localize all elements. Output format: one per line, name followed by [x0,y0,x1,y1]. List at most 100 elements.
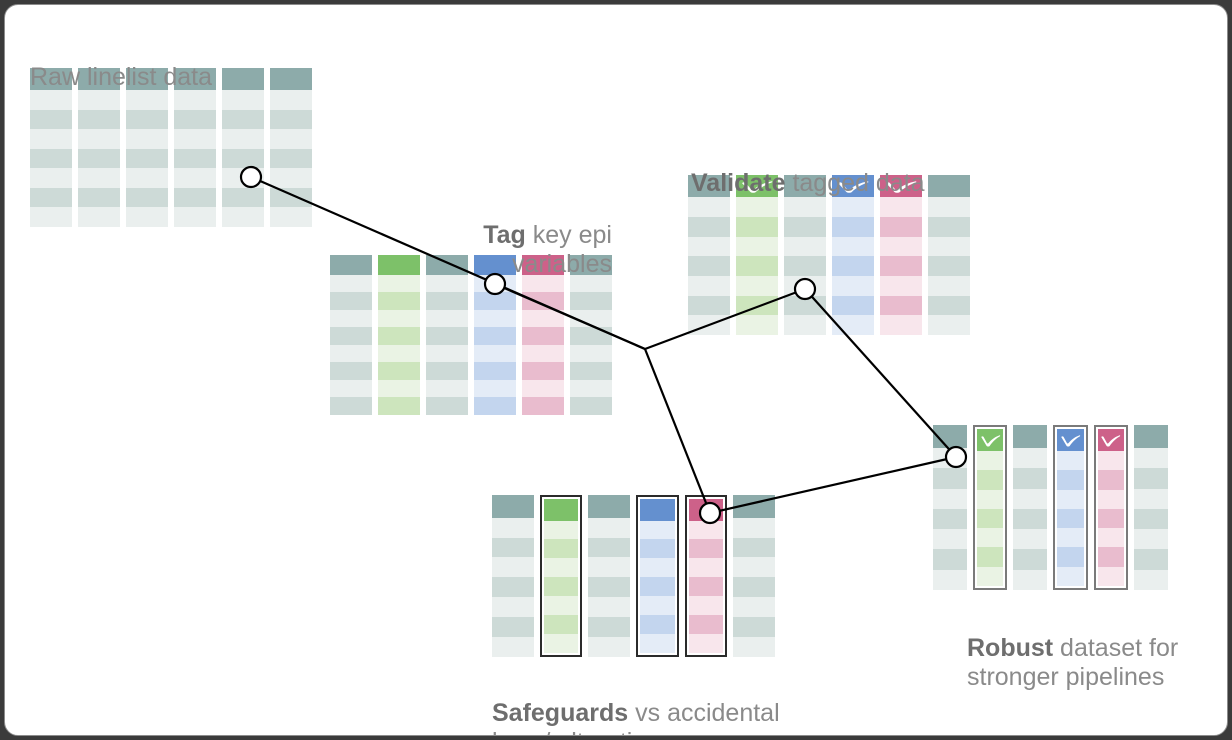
table-raw-cell-r2-c2 [78,109,120,130]
table-safeguards-cell-r3-c6 [732,557,775,578]
table-safeguards-cell-r4-c6 [732,577,775,598]
table-robust-cell-r6-c1 [933,549,968,570]
table-safeguards-cell-r2-c5 [688,539,723,559]
table-safeguards-header-cell-5 [688,499,723,521]
table-raw-cell-r4-c2 [78,148,120,169]
table-raw-cell-r2-c1 [30,109,72,130]
table-raw-column-3 [126,68,168,227]
table-tag-cell-r2-c1 [330,292,372,310]
table-safeguards-cell-r3-c5 [688,558,723,578]
table-robust-column-1 [933,425,968,590]
table-validate-cell-r7-c2 [736,315,778,335]
table-tag-cell-r3-c4 [474,309,516,328]
table-raw-header-cell-6 [270,68,312,91]
table-robust-cell-r3-c3 [1013,488,1048,509]
table-safeguards-cell-r5-c3 [588,597,631,618]
table-robust-cell-r7-c3 [1013,569,1048,590]
table-raw-cell-r2-c3 [126,109,168,130]
table-raw-cell-r4-c1 [30,148,72,169]
table-validate-cell-r2-c3 [784,217,826,237]
table-raw-cell-r5-c2 [78,168,120,188]
table-tag-cell-r8-c4 [474,397,516,415]
table-robust-cell-r1-c5 [1097,450,1124,471]
table-safeguards-header-cell-1 [492,495,535,518]
table-tag-cell-r8-c2 [378,397,420,415]
table-robust-cell-r1-c2 [977,450,1004,471]
table-raw-cell-r5-c1 [30,168,72,188]
table-robust-column-4 [1053,425,1088,590]
table-robust-cell-r7-c4 [1057,566,1084,586]
table-tag-cell-r7-c6 [570,379,612,398]
caption-raw: Raw linelist data [30,33,390,92]
table-safeguards-cell-r1-c1 [492,517,535,538]
table-safeguards-column-3 [588,495,631,657]
table-tag-cell-r3-c1 [330,309,372,328]
table-robust-cell-r6-c3 [1013,549,1048,570]
table-raw-cell-r1-c4 [174,90,216,110]
table-safeguards-column-1 [492,495,535,657]
table-robust-cell-r1-c4 [1057,450,1084,471]
table-raw-cell-r7-c5 [222,207,264,227]
table-safeguards-cell-r3-c1 [492,557,535,578]
table-tag-cell-r7-c4 [474,379,516,398]
table-raw-column-4 [174,68,216,227]
table-robust-cell-r3-c2 [977,489,1004,509]
table-robust-cell-r4-c4 [1057,508,1084,529]
table-robust-header-cell-6 [1133,425,1168,449]
table-validate-cell-r4-c1 [688,256,730,277]
table-safeguards-cell-r7-c5 [688,634,723,654]
table-raw-cell-r5-c3 [126,168,168,188]
table-validate-cell-r1-c1 [688,197,730,218]
table-safeguards-cell-r6-c4 [640,615,675,635]
table-tag-cell-r6-c5 [522,362,564,380]
table-validate-cell-r3-c2 [736,236,778,257]
table-safeguards-cell-r4-c2 [544,577,579,597]
caption-raw-rest: Raw linelist data [30,62,213,91]
table-raw-cell-r6-c1 [30,187,72,208]
table-tag-cell-r2-c4 [474,292,516,310]
table-safeguards-cell-r6-c3 [588,617,631,638]
table-robust-cell-r5-c2 [977,528,1004,548]
table-robust [933,425,1168,590]
table-tag-cell-r2-c3 [426,292,468,310]
table-robust-cell-r2-c3 [1013,468,1048,489]
table-safeguards-header-cell-4 [640,499,675,521]
table-validate-cell-r3-c3 [784,236,826,257]
table-raw-column-1 [30,68,72,227]
table-raw-cell-r1-c2 [78,90,120,110]
table-safeguards-cell-r2-c3 [588,537,631,558]
table-tag-cell-r3-c6 [570,309,612,328]
table-safeguards-cell-r3-c4 [640,558,675,578]
table-tag-cell-r7-c2 [378,379,420,398]
table-tag-cell-r2-c5 [522,292,564,310]
table-robust-cell-r2-c4 [1057,470,1084,490]
connector-line-4 [643,348,712,514]
table-validate-cell-r2-c1 [688,217,730,237]
table-raw-cell-r6-c6 [270,187,312,208]
table-safeguards-header-cell-2 [544,499,579,521]
table-tag-cell-r5-c2 [378,344,420,363]
table-safeguards-cell-r1-c6 [732,517,775,538]
table-tag-cell-r8-c3 [426,397,468,415]
table-validate-header-cell-1 [688,175,730,198]
table-robust-cell-r5-c6 [1133,529,1168,550]
table-robust-cell-r7-c1 [933,569,968,590]
table-safeguards-header-cell-6 [732,495,775,518]
table-robust-column-2 [973,425,1008,590]
table-robust-cell-r4-c6 [1133,508,1168,530]
table-robust-cell-r4-c3 [1013,508,1048,530]
table-tag-cell-r8-c5 [522,397,564,415]
table-tag-cell-r2-c6 [570,292,612,310]
table-validate-cell-r2-c4 [832,217,874,237]
table-robust-cell-r7-c5 [1097,566,1124,586]
table-raw-cell-r3-c5 [222,129,264,149]
table-robust-cell-r2-c6 [1133,468,1168,489]
table-tag-cell-r3-c5 [522,309,564,328]
table-safeguards-cell-r7-c2 [544,634,579,654]
table-robust-column-6 [1133,425,1168,590]
table-validate-cell-r4-c2 [736,256,778,277]
table-raw-cell-r3-c2 [78,129,120,149]
table-validate-cell-r4-c3 [784,256,826,277]
table-robust-cell-r1-c6 [1133,448,1168,469]
table-robust-header-cell-4 [1057,429,1084,451]
